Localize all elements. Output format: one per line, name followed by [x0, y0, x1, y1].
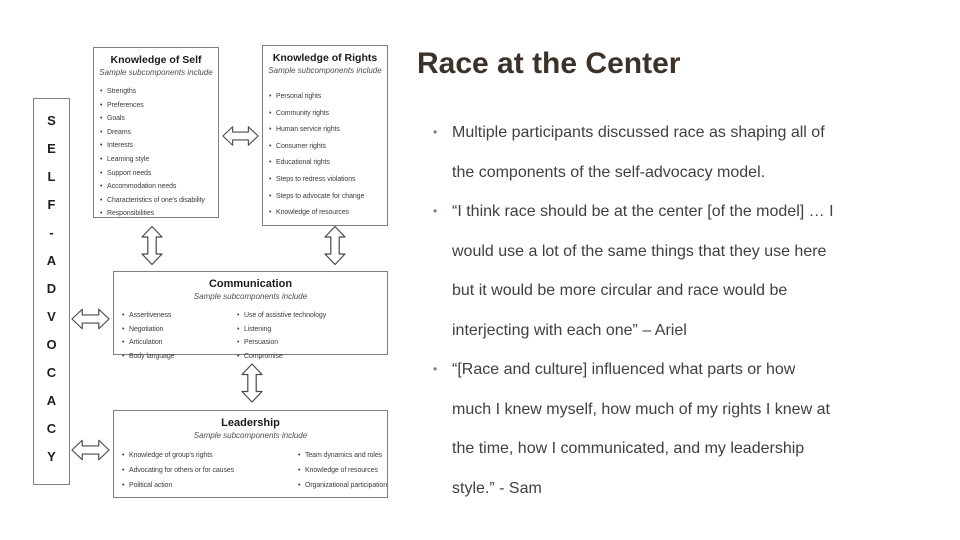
slide-bullet-text: “[Race and culture] influenced what part…	[452, 350, 945, 508]
box-title: Knowledge of Rights	[272, 52, 378, 64]
slide-bullet-line: much I knew myself, how much of my right…	[452, 400, 830, 418]
connector-bar-leadership	[71, 436, 110, 464]
box-communication: Communication Sample subcomponents inclu…	[113, 271, 388, 363]
slide-bullet-line: interjecting with each one” – Ariel	[452, 321, 687, 339]
box-item-list-left: AssertivenessNegotiationArticulationBody…	[122, 309, 237, 363]
box-bullet-item: Knowledge of resources	[298, 463, 387, 478]
slide-bullet-line: Multiple participants discussed race as …	[452, 124, 825, 141]
box-bullet-item: Consumer rights	[269, 139, 387, 156]
bar-letter: A	[46, 253, 57, 268]
bar-letter: A	[46, 393, 57, 408]
slide-bullet-line: the time, how I communicated, and my lea…	[452, 440, 805, 457]
box-columns: Knowledge of group's rightsAdvocating fo…	[114, 440, 387, 493]
box-bullet-item: Organizational participation	[298, 478, 387, 493]
connector-self-rights	[222, 122, 259, 150]
box-bullet-item: Use of assistive technology	[237, 309, 326, 323]
slide-bullet-text: Multiple participants discussed race as …	[452, 113, 945, 192]
box-bullet-item: Articulation	[122, 336, 237, 350]
box-bullet-item: Knowledge of group's rights	[122, 448, 298, 463]
box-subtitle: Sample subcomponents include	[193, 292, 308, 301]
double-arrow-vertical-icon	[324, 225, 346, 266]
box-title: Knowledge of Self	[110, 54, 202, 66]
box-item-list-left: Knowledge of group's rightsAdvocating fo…	[122, 448, 298, 493]
box-bullet-item: Educational rights	[269, 155, 387, 172]
page-title: Race at the Center	[417, 47, 681, 80]
slide-bullet-line: would use a lot of the same things that …	[452, 242, 827, 260]
box-title: Communication	[208, 278, 293, 290]
box-item-list-right: Team dynamics and rolesKnowledge of reso…	[298, 448, 387, 493]
box-bullet-item: Listening	[237, 323, 326, 337]
slide-bullet-text: “I think race should be at the center [o…	[452, 192, 945, 350]
bar-letter: E	[47, 141, 56, 156]
box-bullet-item: Steps to redress violations	[269, 172, 387, 189]
slide-bullet-line: “[Race and culture] influenced what part…	[452, 361, 796, 378]
box-title: Leadership	[221, 417, 280, 429]
slide-bullet-line: “I think race should be at the center [o…	[452, 203, 834, 220]
box-bullet-item: Negotiation	[122, 323, 237, 337]
bar-letter: Y	[47, 449, 56, 464]
box-bullet-item: Preferences	[100, 99, 218, 113]
box-bullet-item: Body language	[122, 350, 237, 364]
bar-letter: V	[47, 309, 56, 324]
box-bullet-item: Personal rights	[269, 89, 387, 106]
box-bullet-item: Interests	[100, 139, 218, 153]
bar-letter: F	[47, 197, 56, 212]
box-subtitle: Sample subcomponents include	[99, 68, 213, 77]
slide-bullet-list: Multiple participants discussed race as …	[415, 113, 945, 508]
box-bullet-item: Strengths	[100, 85, 218, 99]
box-bullet-item: Steps to advocate for change	[269, 189, 387, 206]
box-item-list-right: Use of assistive technologyListeningPers…	[237, 309, 326, 363]
double-arrow-horizontal-icon	[71, 308, 110, 330]
box-bullet-item: Advocating for others or for causes	[122, 463, 298, 478]
connector-bar-communication	[71, 305, 110, 333]
box-bullet-item: Assertiveness	[122, 309, 237, 323]
box-item-list: StrengthsPreferencesGoalsDreamsInterests…	[94, 77, 218, 221]
double-arrow-horizontal-icon	[71, 439, 110, 461]
box-bullet-item: Characteristics of one's disability	[100, 194, 218, 208]
box-bullet-item: Knowledge of resources	[269, 205, 387, 222]
box-bullet-item: Accommodation needs	[100, 180, 218, 194]
box-subtitle: Sample subcomponents include	[268, 66, 382, 75]
connector-rights-communication	[322, 224, 348, 267]
double-arrow-vertical-icon	[241, 363, 263, 403]
bar-letter: -	[49, 225, 54, 240]
box-columns: AssertivenessNegotiationArticulationBody…	[114, 301, 387, 363]
double-arrow-vertical-icon	[141, 225, 163, 266]
box-bullet-item: Community rights	[269, 106, 387, 123]
slide-bullet-line: but it would be more circular and race w…	[452, 282, 788, 299]
slide-bullet-line: the components of the self-advocacy mode…	[452, 163, 766, 181]
slide-bullet: Multiple participants discussed race as …	[415, 113, 945, 192]
box-bullet-item: Responsibilities	[100, 207, 218, 221]
bar-letter: O	[46, 337, 57, 352]
box-bullet-item: Team dynamics and roles	[298, 448, 387, 463]
bar-letter: L	[47, 169, 56, 184]
box-subtitle: Sample subcomponents include	[193, 431, 308, 440]
box-knowledge-of-rights: Knowledge of Rights Sample subcomponents…	[262, 45, 388, 226]
box-bullet-item: Political action	[122, 478, 298, 493]
box-bullet-item: Compromise	[237, 350, 326, 364]
box-bullet-item: Human service rights	[269, 122, 387, 139]
box-bullet-item: Persuasion	[237, 336, 326, 350]
box-knowledge-of-self: Knowledge of Self Sample subcomponents i…	[93, 47, 219, 221]
box-bullet-item: Support needs	[100, 167, 218, 181]
box-leadership: Leadership Sample subcomponents include …	[113, 410, 388, 498]
slide-bullet-line: style.” - Sam	[452, 479, 542, 497]
box-bullet-item: Goals	[100, 112, 218, 126]
bar-letter: D	[46, 281, 57, 296]
bar-letter: S	[47, 113, 56, 128]
slide-bullet: “[Race and culture] influenced what part…	[415, 350, 945, 508]
bar-letter: C	[46, 421, 57, 436]
box-bullet-item: Learning style	[100, 153, 218, 167]
box-item-list: Personal rightsCommunity rightsHuman ser…	[263, 75, 387, 222]
double-arrow-horizontal-icon	[222, 126, 259, 146]
box-bullet-item: Dreams	[100, 126, 218, 140]
slide-bullet: “I think race should be at the center [o…	[415, 192, 945, 350]
connector-self-communication	[139, 224, 165, 267]
connector-communication-leadership	[239, 360, 265, 406]
bar-letter: C	[46, 365, 57, 380]
